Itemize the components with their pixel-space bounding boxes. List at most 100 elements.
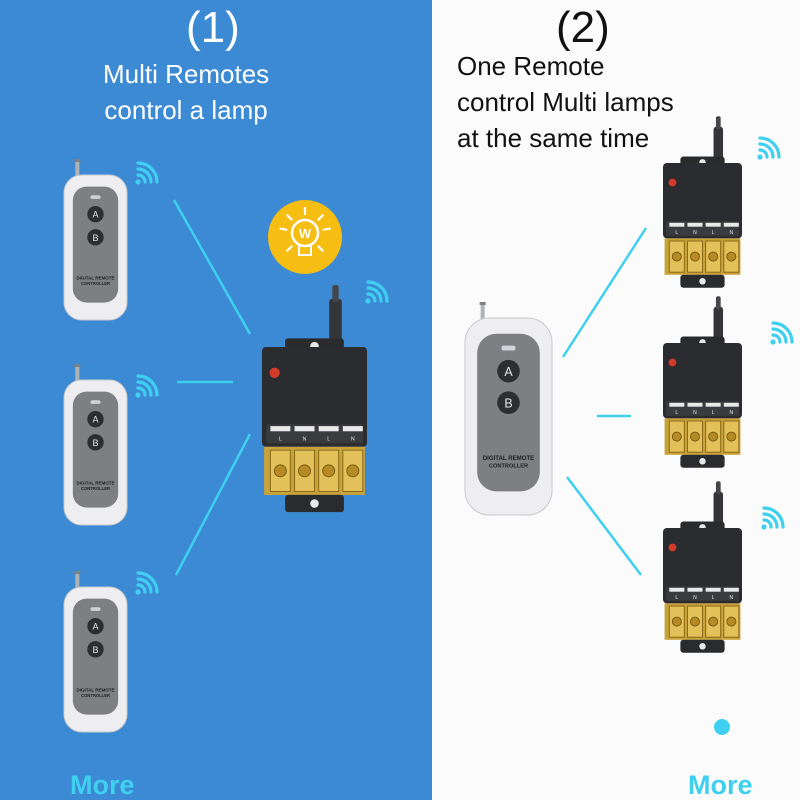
remote-button-a: [87, 617, 104, 635]
terminal-letter: L: [675, 410, 678, 416]
mounting-hole: [699, 458, 706, 465]
terminal-screw-label: [270, 426, 291, 432]
remote-button-a-label: A: [92, 210, 98, 220]
terminal-screw-label: [669, 587, 685, 592]
wifi-signal-icon: [135, 571, 159, 595]
terminal-letter: L: [712, 410, 715, 416]
remote-led: [90, 195, 101, 199]
signal-line: [172, 199, 252, 335]
bulb-base: [298, 245, 312, 256]
wifi-arc: [366, 292, 377, 303]
remote-brand-line1: DIGITAL REMOTE: [76, 275, 114, 280]
receiver-housing: [663, 163, 742, 239]
right-caption-line1: One Remote: [457, 51, 605, 81]
receiver-antenna: [713, 491, 724, 531]
signal-line: [174, 433, 252, 576]
wifi-signal-icon: [365, 280, 389, 304]
terminal-letter: N: [730, 230, 734, 236]
receiver-led: [269, 367, 280, 378]
bulb-ray: [317, 245, 324, 252]
remote-button-b-label: B: [92, 438, 98, 448]
remote-brand-line1: DIGITAL REMOTE: [76, 480, 114, 485]
terminal-screw-label: [687, 402, 703, 407]
wifi-signal-icon: [135, 374, 159, 398]
receiver-led: [668, 178, 677, 187]
bulb-ray: [286, 245, 293, 252]
receiver-antenna-tip: [715, 116, 721, 130]
lamp-circle: [268, 200, 342, 274]
right-panel-caption: One Remote control Multi lamps at the sa…: [457, 48, 674, 156]
antenna-tip: [74, 159, 81, 162]
antenna-icon: [75, 364, 80, 386]
bulb-letter: W: [299, 226, 312, 241]
terminal-letter: N: [303, 437, 307, 443]
receiver-antenna: [713, 126, 724, 166]
terminal-screw: [689, 431, 700, 442]
wifi-arc: [762, 512, 779, 529]
terminal-letter: N: [693, 595, 697, 601]
receiver-led: [668, 543, 677, 552]
right-panel-number: (2): [556, 3, 610, 52]
receiver-antenna: [329, 298, 342, 351]
remote-led: [90, 607, 101, 611]
wifi-arc: [366, 280, 389, 303]
remote-button-b: [87, 434, 104, 451]
wifi-arc: [758, 142, 775, 159]
wifi-arc: [758, 148, 769, 159]
remote-brand-line1: DIGITAL REMOTE: [483, 455, 534, 462]
remote-brand-line2: CONTROLLER: [81, 693, 110, 698]
wifi-dot: [135, 179, 141, 185]
terminal-screw: [689, 251, 700, 262]
remote-button-b: [87, 229, 104, 246]
wifi-dot: [365, 298, 371, 304]
right-caption-line2: control Multi lamps: [457, 87, 674, 117]
wifi-arc: [771, 327, 788, 344]
remote-button-a: [87, 410, 104, 428]
receiver-antenna-tip: [715, 481, 721, 495]
terminal-letter: L: [675, 595, 678, 601]
bulb-ray: [279, 227, 288, 231]
mounting-hole: [699, 278, 706, 285]
signal-line: [566, 476, 642, 576]
left-caption-line1: Multi Remotes: [103, 59, 270, 89]
remote-button-b-label: B: [504, 396, 512, 410]
more-link-left[interactable]: More: [70, 770, 135, 800]
remote-brand-line2: CONTROLLER: [489, 464, 528, 470]
remote-led: [90, 400, 101, 404]
wifi-dot: [757, 154, 763, 160]
wifi-dot: [770, 339, 776, 345]
mounting-hole: [310, 499, 319, 508]
bulb-ray: [286, 214, 293, 221]
terminal-screw-label: [723, 222, 739, 227]
remote-brand-line1: DIGITAL REMOTE: [76, 687, 114, 692]
remote-button-a-label: A: [92, 415, 98, 425]
terminal-screw: [298, 464, 312, 478]
remote-button-a-label: A: [504, 365, 513, 379]
wifi-arc: [136, 380, 153, 397]
receiver-antenna: [713, 306, 724, 346]
receiver-led: [668, 358, 677, 367]
terminal-screw-label: [669, 222, 685, 227]
wifi-signal-icon: [757, 136, 781, 160]
remote-button-b: [497, 391, 520, 415]
terminal-letter: N: [730, 410, 734, 416]
terminal-screw: [726, 616, 737, 627]
terminal-screw: [708, 251, 719, 262]
signal-line: [561, 227, 648, 358]
terminal-screw: [708, 431, 719, 442]
wifi-arc: [136, 374, 159, 397]
terminal-screw-label: [705, 402, 721, 407]
remote-button-b-label: B: [92, 233, 98, 243]
mounting-hole: [699, 643, 706, 650]
more-link-right[interactable]: More: [688, 770, 753, 800]
terminal-letter: L: [675, 230, 678, 236]
bulb-ray: [317, 214, 324, 221]
antenna-tip: [479, 302, 486, 305]
receiver-housing: [262, 347, 367, 447]
